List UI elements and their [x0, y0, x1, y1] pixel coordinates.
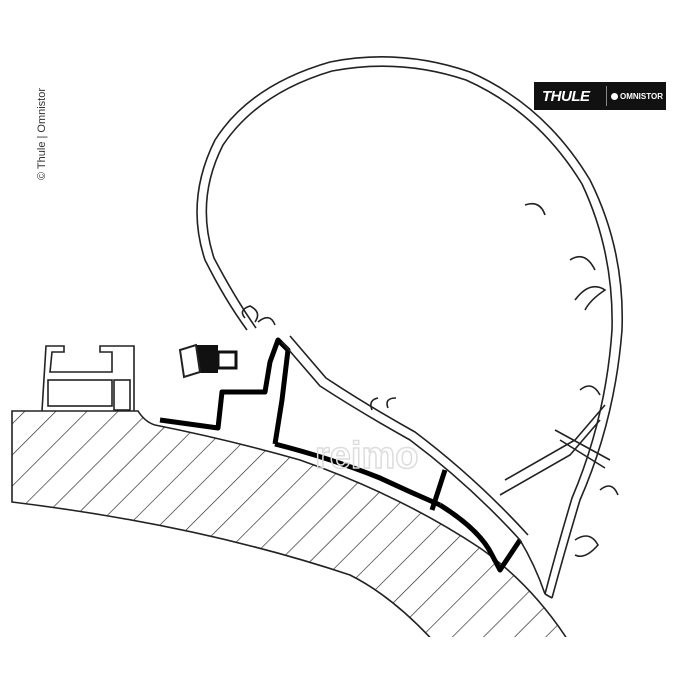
adapter-bracket	[159, 337, 523, 573]
logo-sub-brand-text: OMNISTOR	[620, 91, 663, 101]
awning-cassette	[196, 56, 624, 599]
logo-brand: THULE	[542, 87, 590, 105]
logo-sub-brand: OMNISTOR	[611, 92, 663, 101]
thule-omnistor-logo: THULE OMNISTOR	[534, 82, 666, 110]
watermark-text: reimo	[315, 435, 418, 477]
omnistor-mark-icon	[611, 92, 618, 100]
logo-divider	[606, 86, 607, 106]
roof-rail	[41, 345, 135, 412]
roof-cross-section	[11, 410, 567, 637]
